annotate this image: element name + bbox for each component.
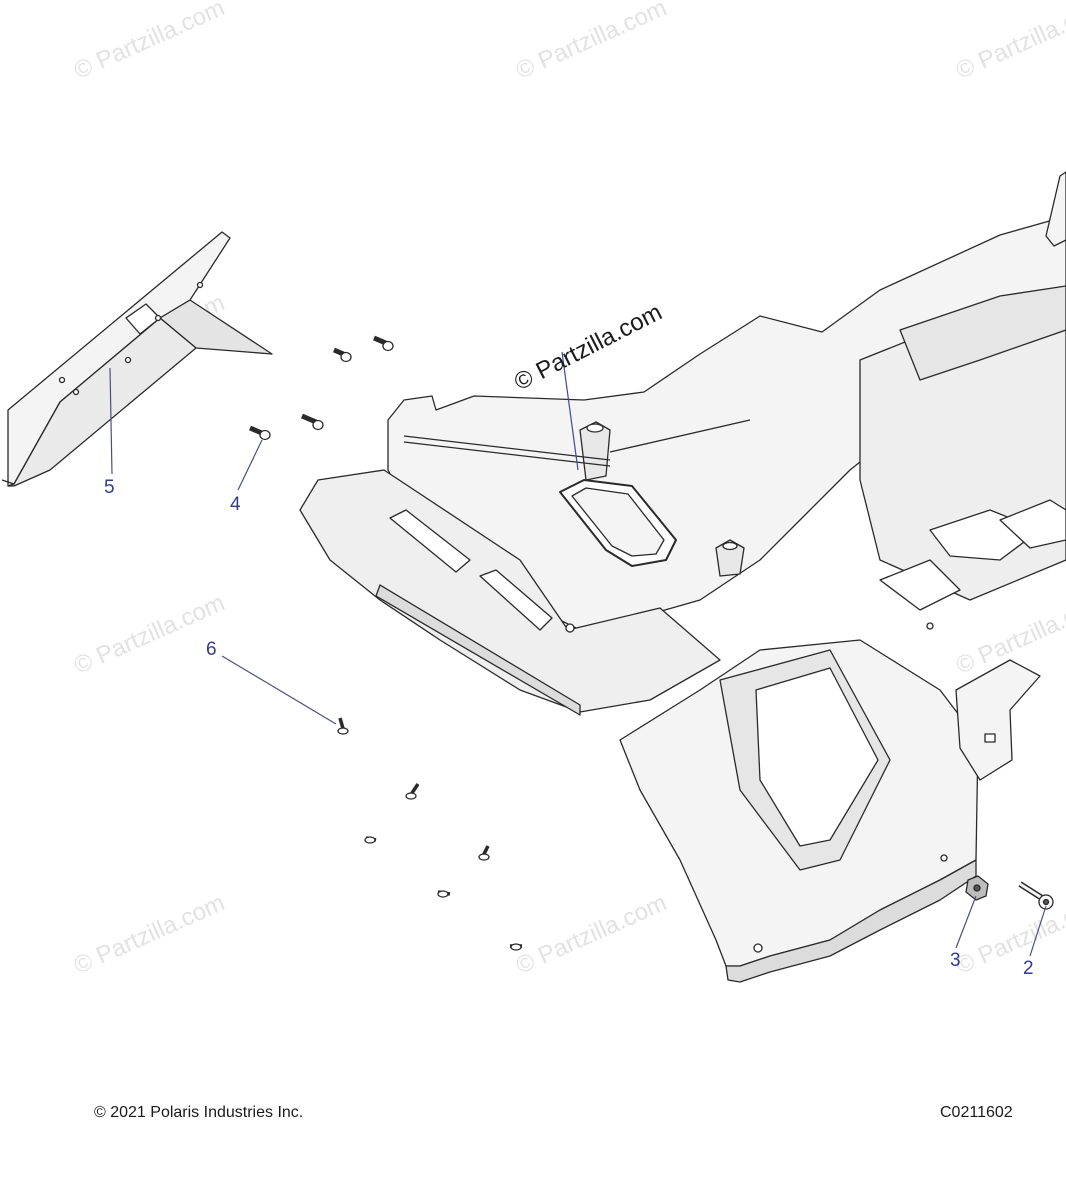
part-4-screw[interactable]	[301, 413, 324, 431]
part-6-rivet[interactable]	[510, 943, 522, 951]
part-5-side-panel[interactable]	[1, 231, 273, 487]
callout-4[interactable]: 4	[230, 494, 241, 515]
leader-line-4	[237, 439, 263, 491]
leader-line-3	[955, 895, 977, 949]
part-6-rivet[interactable]	[337, 717, 349, 735]
copyright-text: © 2021 Polaris Industries Inc.	[94, 1104, 304, 1121]
part-6-rivet[interactable]	[364, 836, 377, 844]
part-4-screw[interactable]	[333, 347, 352, 363]
part-3-nut[interactable]	[965, 875, 989, 901]
part-6-rivet[interactable]	[437, 890, 451, 898]
leader-line-watermark	[561, 351, 579, 471]
part-4-screw[interactable]	[373, 335, 394, 352]
callout-2[interactable]: 2	[1023, 958, 1034, 979]
diagram-code: C0211602	[940, 1104, 1013, 1121]
part-2-bolt[interactable]	[1018, 881, 1054, 910]
leader-line-6	[221, 655, 337, 725]
callout-6[interactable]: 6	[206, 639, 217, 660]
part-6-rivet[interactable]	[478, 845, 490, 861]
callout-3[interactable]: 3	[950, 950, 961, 971]
rear-floor-fender-assembly	[299, 171, 1066, 983]
part-6-rivet[interactable]	[405, 783, 420, 800]
leader-line-2	[1029, 905, 1047, 957]
leader-line-5	[109, 367, 113, 475]
callout-5[interactable]: 5	[104, 477, 115, 498]
part-4-screw[interactable]	[249, 425, 271, 441]
